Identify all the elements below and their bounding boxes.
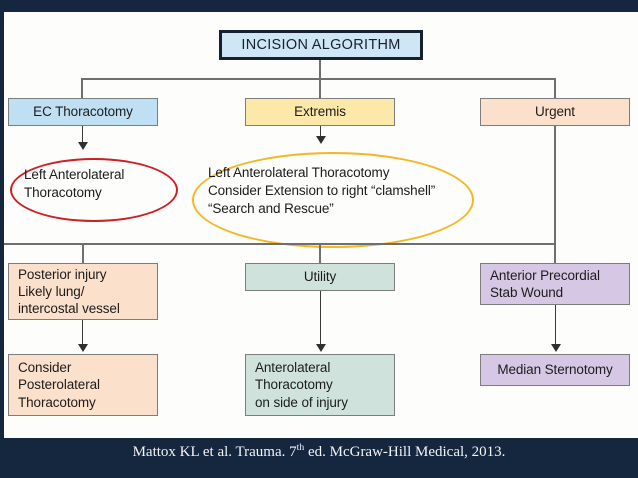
node-posterior-injury-label: Posterior injury Likely lung/ intercosta…	[18, 266, 120, 317]
node-median-sternotomy[interactable]: Median Sternotomy	[480, 354, 630, 386]
node-anterolateral-thoracotomy-side-of-injury-label: Anterolateral Thoracotomy on side of inj…	[255, 360, 348, 410]
citation-prefix: Mattox KL et al. Trauma. 7	[132, 444, 297, 460]
connector-ec-to-ellipse	[82, 126, 83, 145]
node-urgent[interactable]: Urgent	[480, 98, 630, 126]
connector-tier2-bus	[4, 243, 556, 245]
connector-title-stem	[319, 60, 321, 79]
connector-tier1-right-drop	[554, 78, 556, 99]
node-posterior-injury[interactable]: Posterior injury Likely lung/ intercosta…	[8, 263, 158, 320]
ellipse-left-anterolateral-thoracotomy-extended-label: Left Anterolateral Thoracotomy Consider …	[208, 165, 436, 217]
diagram-panel: INCISION ALGORITHM EC Thoracotomy Extrem…	[4, 12, 638, 438]
node-extremis[interactable]: Extremis	[245, 98, 395, 126]
arrowhead-posterior-to-consider	[78, 344, 88, 352]
arrowhead-ec-to-ellipse	[78, 142, 88, 150]
node-utility-label: Utility	[303, 269, 337, 285]
ellipse-left-anterolateral-thoracotomy-label: Left Anterolateral Thoracotomy	[24, 167, 125, 201]
connector-tier1-mid-drop	[319, 78, 321, 99]
node-ec-thoracotomy-label: EC Thoracotomy	[33, 104, 133, 120]
connector-urgent-spine	[554, 126, 556, 245]
node-utility[interactable]: Utility	[245, 263, 395, 291]
node-anterior-precordial-stab-wound[interactable]: Anterior Precordial Stab Wound	[480, 263, 630, 305]
connector-tier1-left-drop	[81, 78, 83, 99]
node-ec-thoracotomy[interactable]: EC Thoracotomy	[8, 98, 158, 126]
node-consider-posterolateral-thoracotomy-label: Consider Posterolateral Thoracotomy	[18, 360, 100, 410]
node-median-sternotomy-label: Median Sternotomy	[497, 362, 613, 378]
page-title: INCISION ALGORITHM	[219, 30, 423, 60]
arrowhead-stabwound-to-sternotomy	[551, 344, 561, 352]
connector-tier2-right-drop	[554, 243, 556, 264]
arrowhead-extremis-to-ellipse	[316, 136, 326, 144]
connector-tier1-bus	[81, 78, 556, 80]
connector-tier2-left-drop	[82, 243, 84, 264]
connector-stabwound-to-sternotomy	[555, 305, 556, 347]
node-anterior-precordial-stab-wound-label: Anterior Precordial Stab Wound	[490, 267, 600, 300]
ellipse-left-anterolateral-thoracotomy	[10, 158, 178, 222]
citation-superscript: th	[296, 442, 305, 453]
citation-suffix: ed. McGraw-Hill Medical, 2013.	[304, 444, 506, 460]
connector-extremis-to-ellipse	[320, 126, 321, 139]
arrowhead-utility-to-anterolateral	[316, 344, 326, 352]
connector-tier2-mid-drop	[319, 243, 321, 264]
citation: Mattox KL et al. Trauma. 7th ed. McGraw-…	[0, 442, 638, 461]
connector-posterior-to-consider	[82, 320, 83, 347]
node-urgent-label: Urgent	[535, 104, 575, 120]
node-anterolateral-thoracotomy-side-of-injury[interactable]: Anterolateral Thoracotomy on side of inj…	[245, 354, 395, 416]
node-consider-posterolateral-thoracotomy[interactable]: Consider Posterolateral Thoracotomy	[8, 354, 158, 416]
page-title-label: INCISION ALGORITHM	[241, 37, 401, 53]
ellipse-left-anterolateral-thoracotomy-extended	[192, 152, 474, 248]
connector-utility-to-anterolateral	[320, 291, 321, 347]
node-extremis-label: Extremis	[294, 104, 346, 120]
